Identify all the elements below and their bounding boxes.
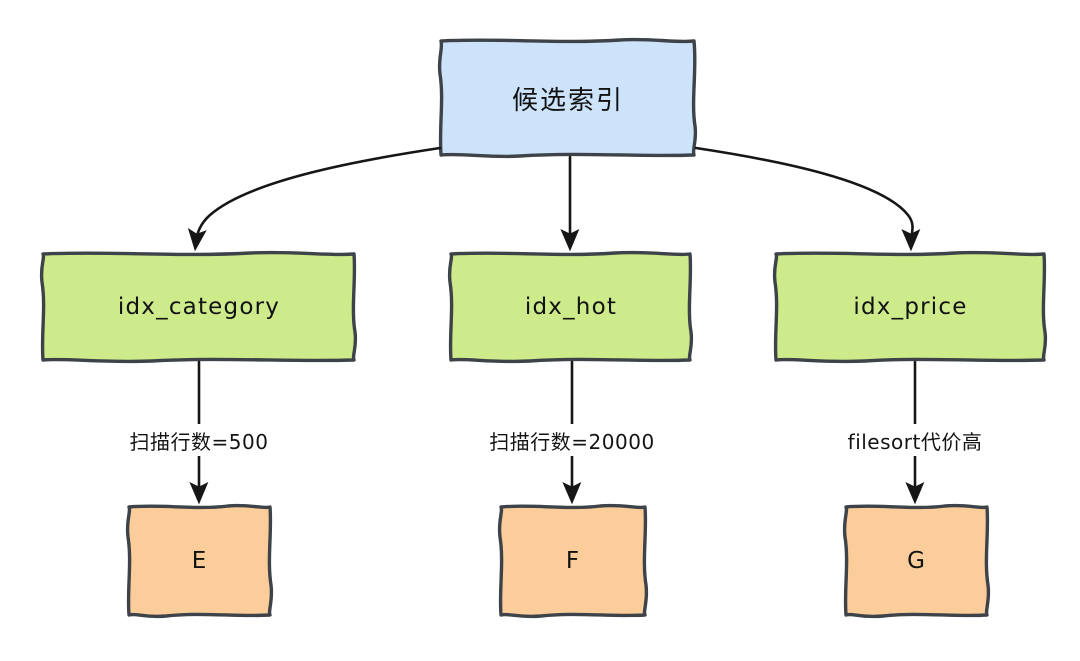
node-idx_price-shape[interactable] [772,250,1048,364]
node-E-shape[interactable] [125,503,274,619]
node-idx_category-shape[interactable] [39,250,358,364]
edge-root-to-idx_category [187,146,442,252]
node-root-shape[interactable] [437,37,698,159]
node-F-shape[interactable] [497,503,649,619]
node-G-shape[interactable] [842,503,991,619]
edge-root-to-idx_price [694,146,921,252]
node-idx_hot-shape[interactable] [447,250,694,364]
